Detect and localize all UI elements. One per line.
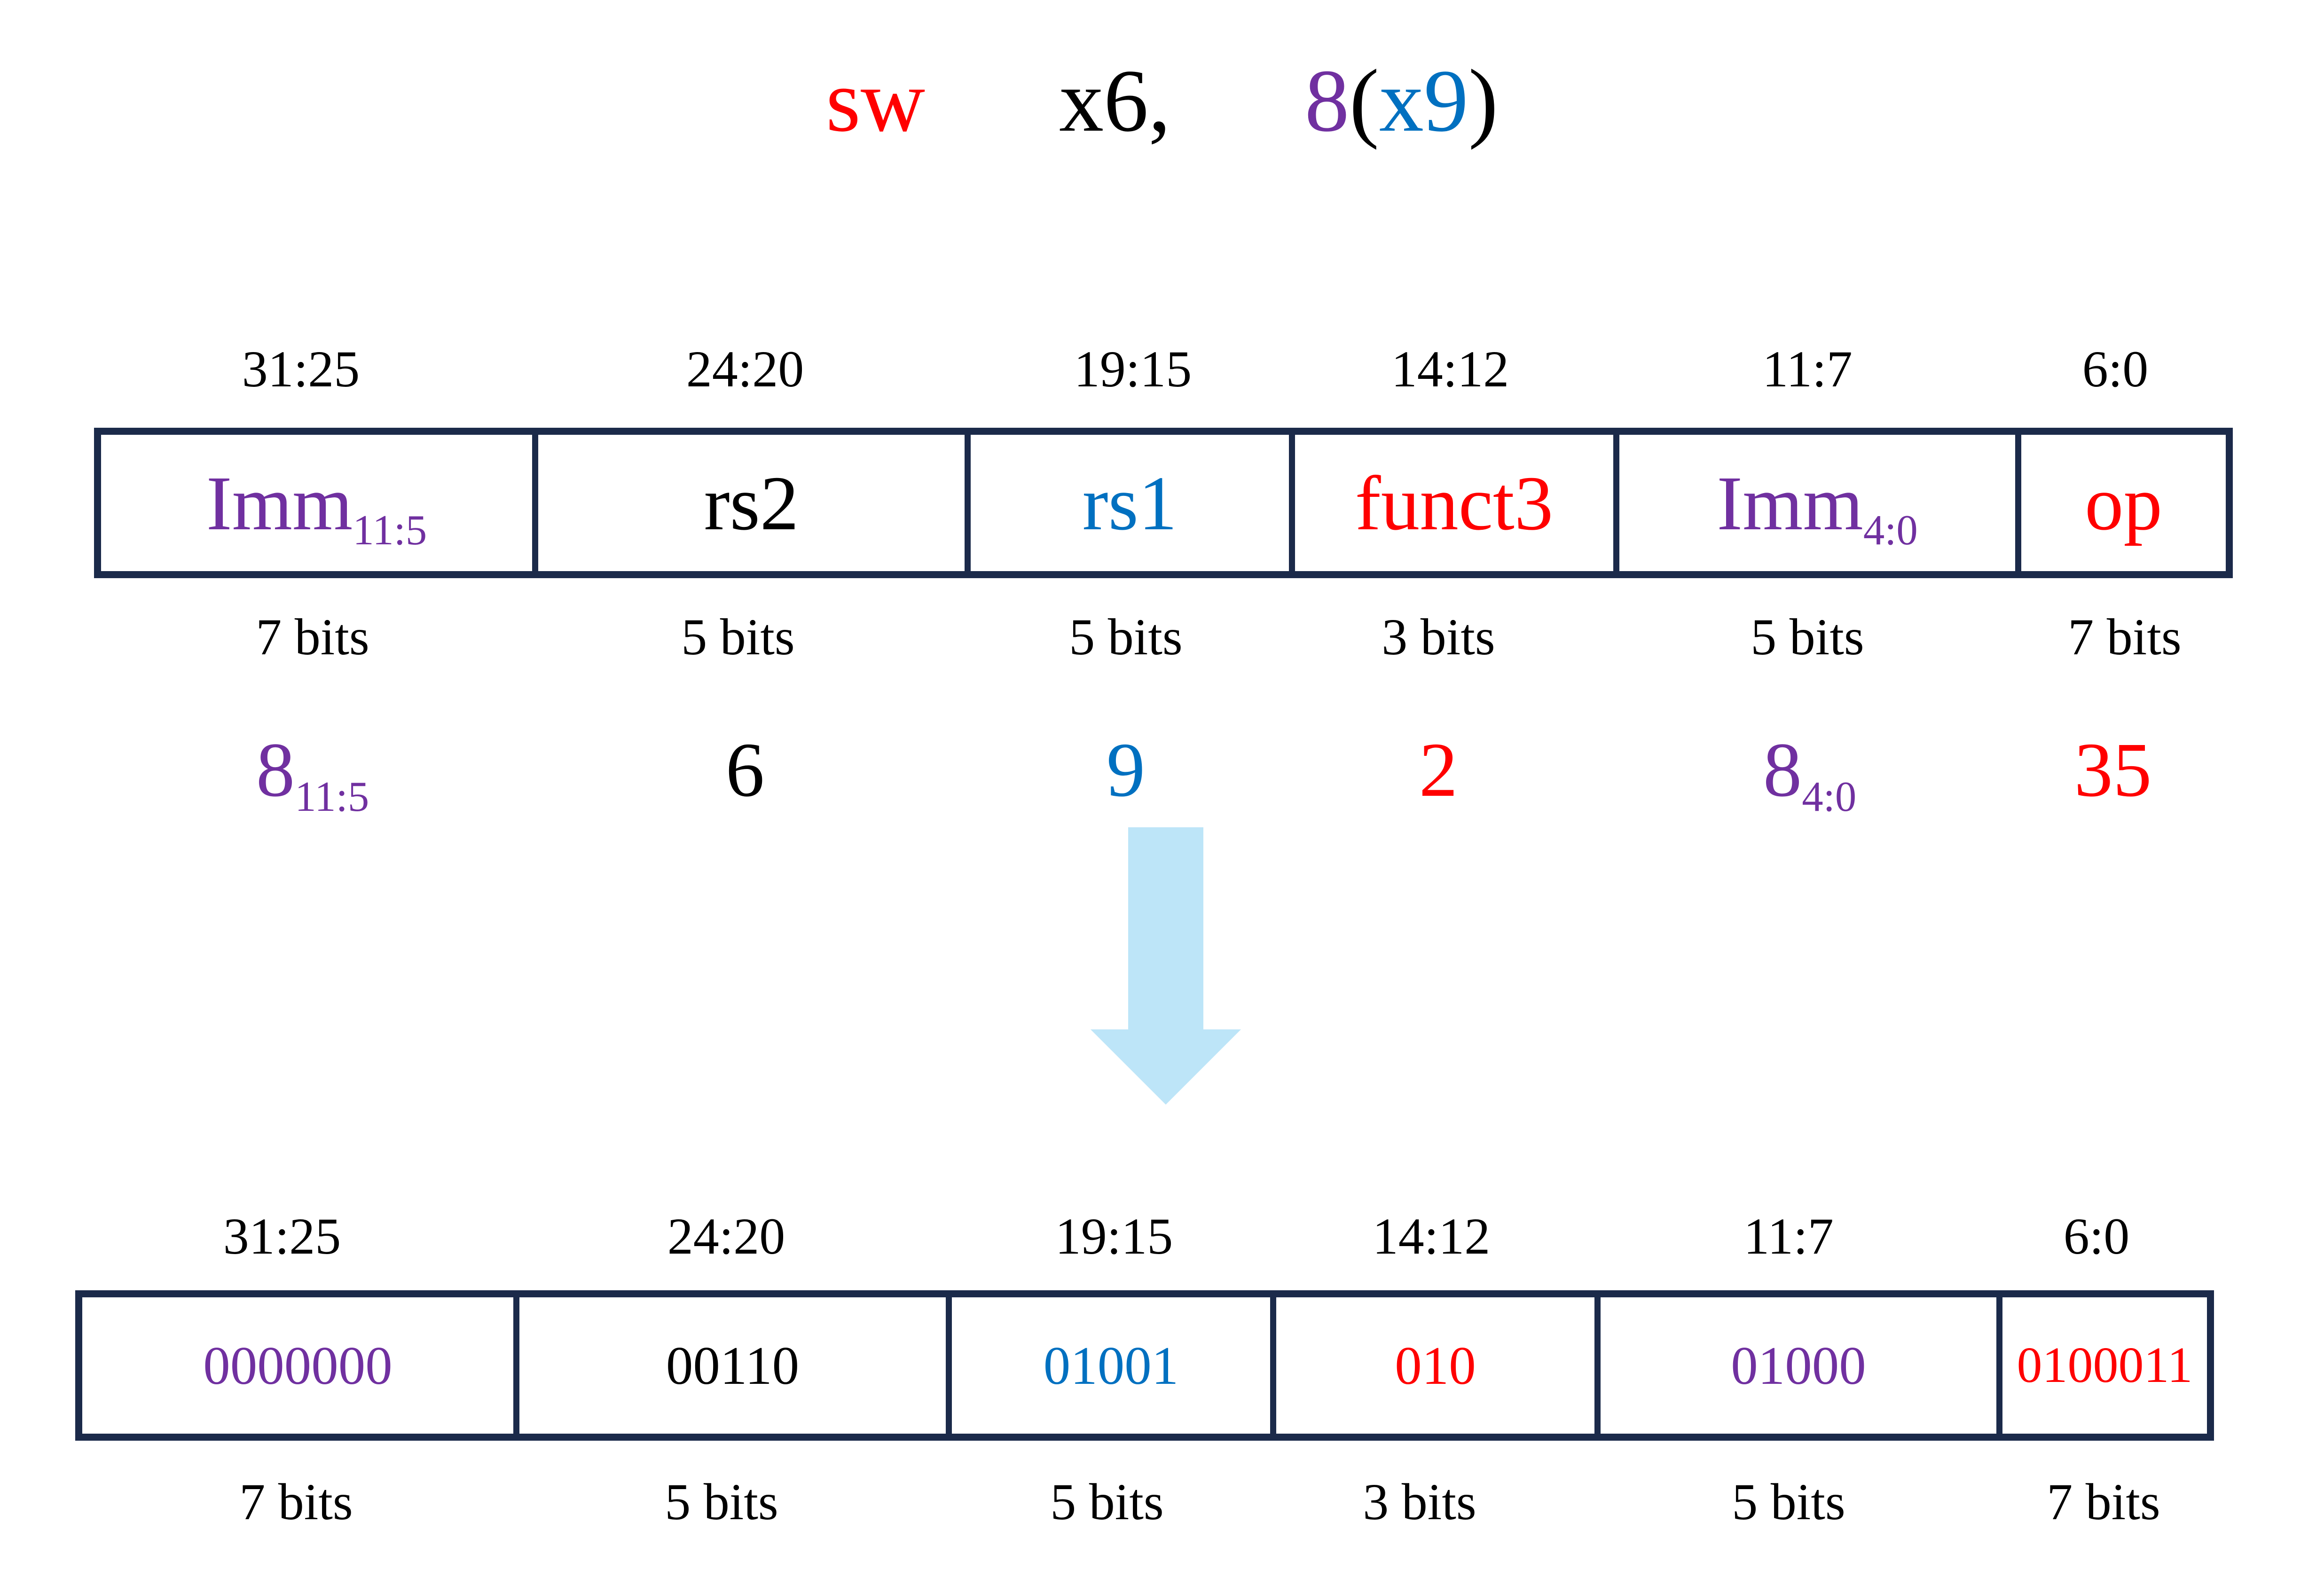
field-funct3: funct3 <box>1295 435 1619 571</box>
width-label: 5 bits <box>1732 1473 1845 1530</box>
field-label: rs2 <box>704 460 799 546</box>
range-label: 31:25 <box>223 1208 341 1265</box>
binary-op: 0100011 <box>2002 1297 2207 1434</box>
range-label: 14:12 <box>1372 1208 1491 1265</box>
field-subscript: 4:0 <box>1863 506 1918 554</box>
range-label: 14:12 <box>1391 340 1509 398</box>
binary-imm-4-0: 01000 <box>1601 1297 2002 1434</box>
width-label: 5 bits <box>1069 608 1183 666</box>
field-rs2: rs2 <box>538 435 971 571</box>
width-label: 7 bits <box>2068 608 2182 666</box>
field-subscript: 11:5 <box>353 506 427 554</box>
range-label: 24:20 <box>686 340 804 398</box>
width-label: 3 bits <box>1382 608 1495 666</box>
value-funct3: 2 <box>1419 727 1458 813</box>
field-label: op <box>2085 460 2162 546</box>
range-label: 11:7 <box>1762 340 1853 398</box>
mnemonic: sw <box>825 52 926 150</box>
range-label: 6:0 <box>2063 1208 2130 1265</box>
instruction-title: sw x6, 8(x9) <box>0 56 2324 146</box>
field-label: Imm <box>206 460 353 546</box>
width-label: 5 bits <box>665 1473 778 1530</box>
width-label: 5 bits <box>681 608 795 666</box>
down-arrow-icon <box>1091 827 1241 1105</box>
range-label: 31:25 <box>242 340 360 398</box>
binary-encoding-box: 0000000 00110 01001 010 01000 0100011 <box>75 1290 2214 1441</box>
value-rs2: 6 <box>725 727 765 813</box>
field-label: rs1 <box>1082 460 1178 546</box>
value-imm-4-0: 84:0 <box>1763 727 1857 820</box>
field-label: funct3 <box>1355 460 1554 546</box>
range-label: 11:7 <box>1743 1208 1834 1265</box>
instruction-format-box: Imm11:5 rs2 rs1 funct3 Imm4:0 op <box>94 428 2233 578</box>
value-imm-11-5: 811:5 <box>256 727 369 820</box>
range-label: 19:15 <box>1055 1208 1173 1265</box>
field-label: Imm <box>1717 460 1863 546</box>
field-imm-11-5: Imm11:5 <box>101 435 538 571</box>
field-rs1: rs1 <box>971 435 1295 571</box>
binary-value: 0100011 <box>2017 1337 2193 1393</box>
width-label: 5 bits <box>1050 1473 1164 1530</box>
immediate-operand: 8 <box>1304 52 1350 150</box>
binary-value: 00110 <box>666 1335 800 1396</box>
field-imm-4-0: Imm4:0 <box>1619 435 2021 571</box>
width-label: 3 bits <box>1363 1473 1476 1530</box>
width-label: 7 bits <box>2047 1473 2160 1530</box>
binary-value: 0000000 <box>203 1335 393 1396</box>
binary-rs1: 01001 <box>952 1297 1276 1434</box>
binary-rs2: 00110 <box>519 1297 952 1434</box>
range-label: 6:0 <box>2082 340 2149 398</box>
rs1-operand: x9 <box>1379 52 1468 150</box>
binary-value: 01001 <box>1043 1335 1179 1396</box>
width-label: 7 bits <box>239 1473 353 1530</box>
range-label: 24:20 <box>667 1208 785 1265</box>
binary-value: 01000 <box>1731 1335 1866 1396</box>
rs2-operand: x6, <box>1059 52 1171 150</box>
open-paren: ( <box>1349 52 1379 150</box>
width-label: 5 bits <box>1751 608 1864 666</box>
value-op: 35 <box>2074 727 2152 813</box>
close-paren: ) <box>1468 52 1499 150</box>
binary-value: 010 <box>1395 1335 1476 1396</box>
width-label: 7 bits <box>256 608 369 666</box>
binary-imm-11-5: 0000000 <box>82 1297 519 1434</box>
field-op: op <box>2021 435 2226 571</box>
binary-funct3: 010 <box>1276 1297 1601 1434</box>
range-label: 19:15 <box>1074 340 1192 398</box>
value-rs1: 9 <box>1106 727 1146 813</box>
